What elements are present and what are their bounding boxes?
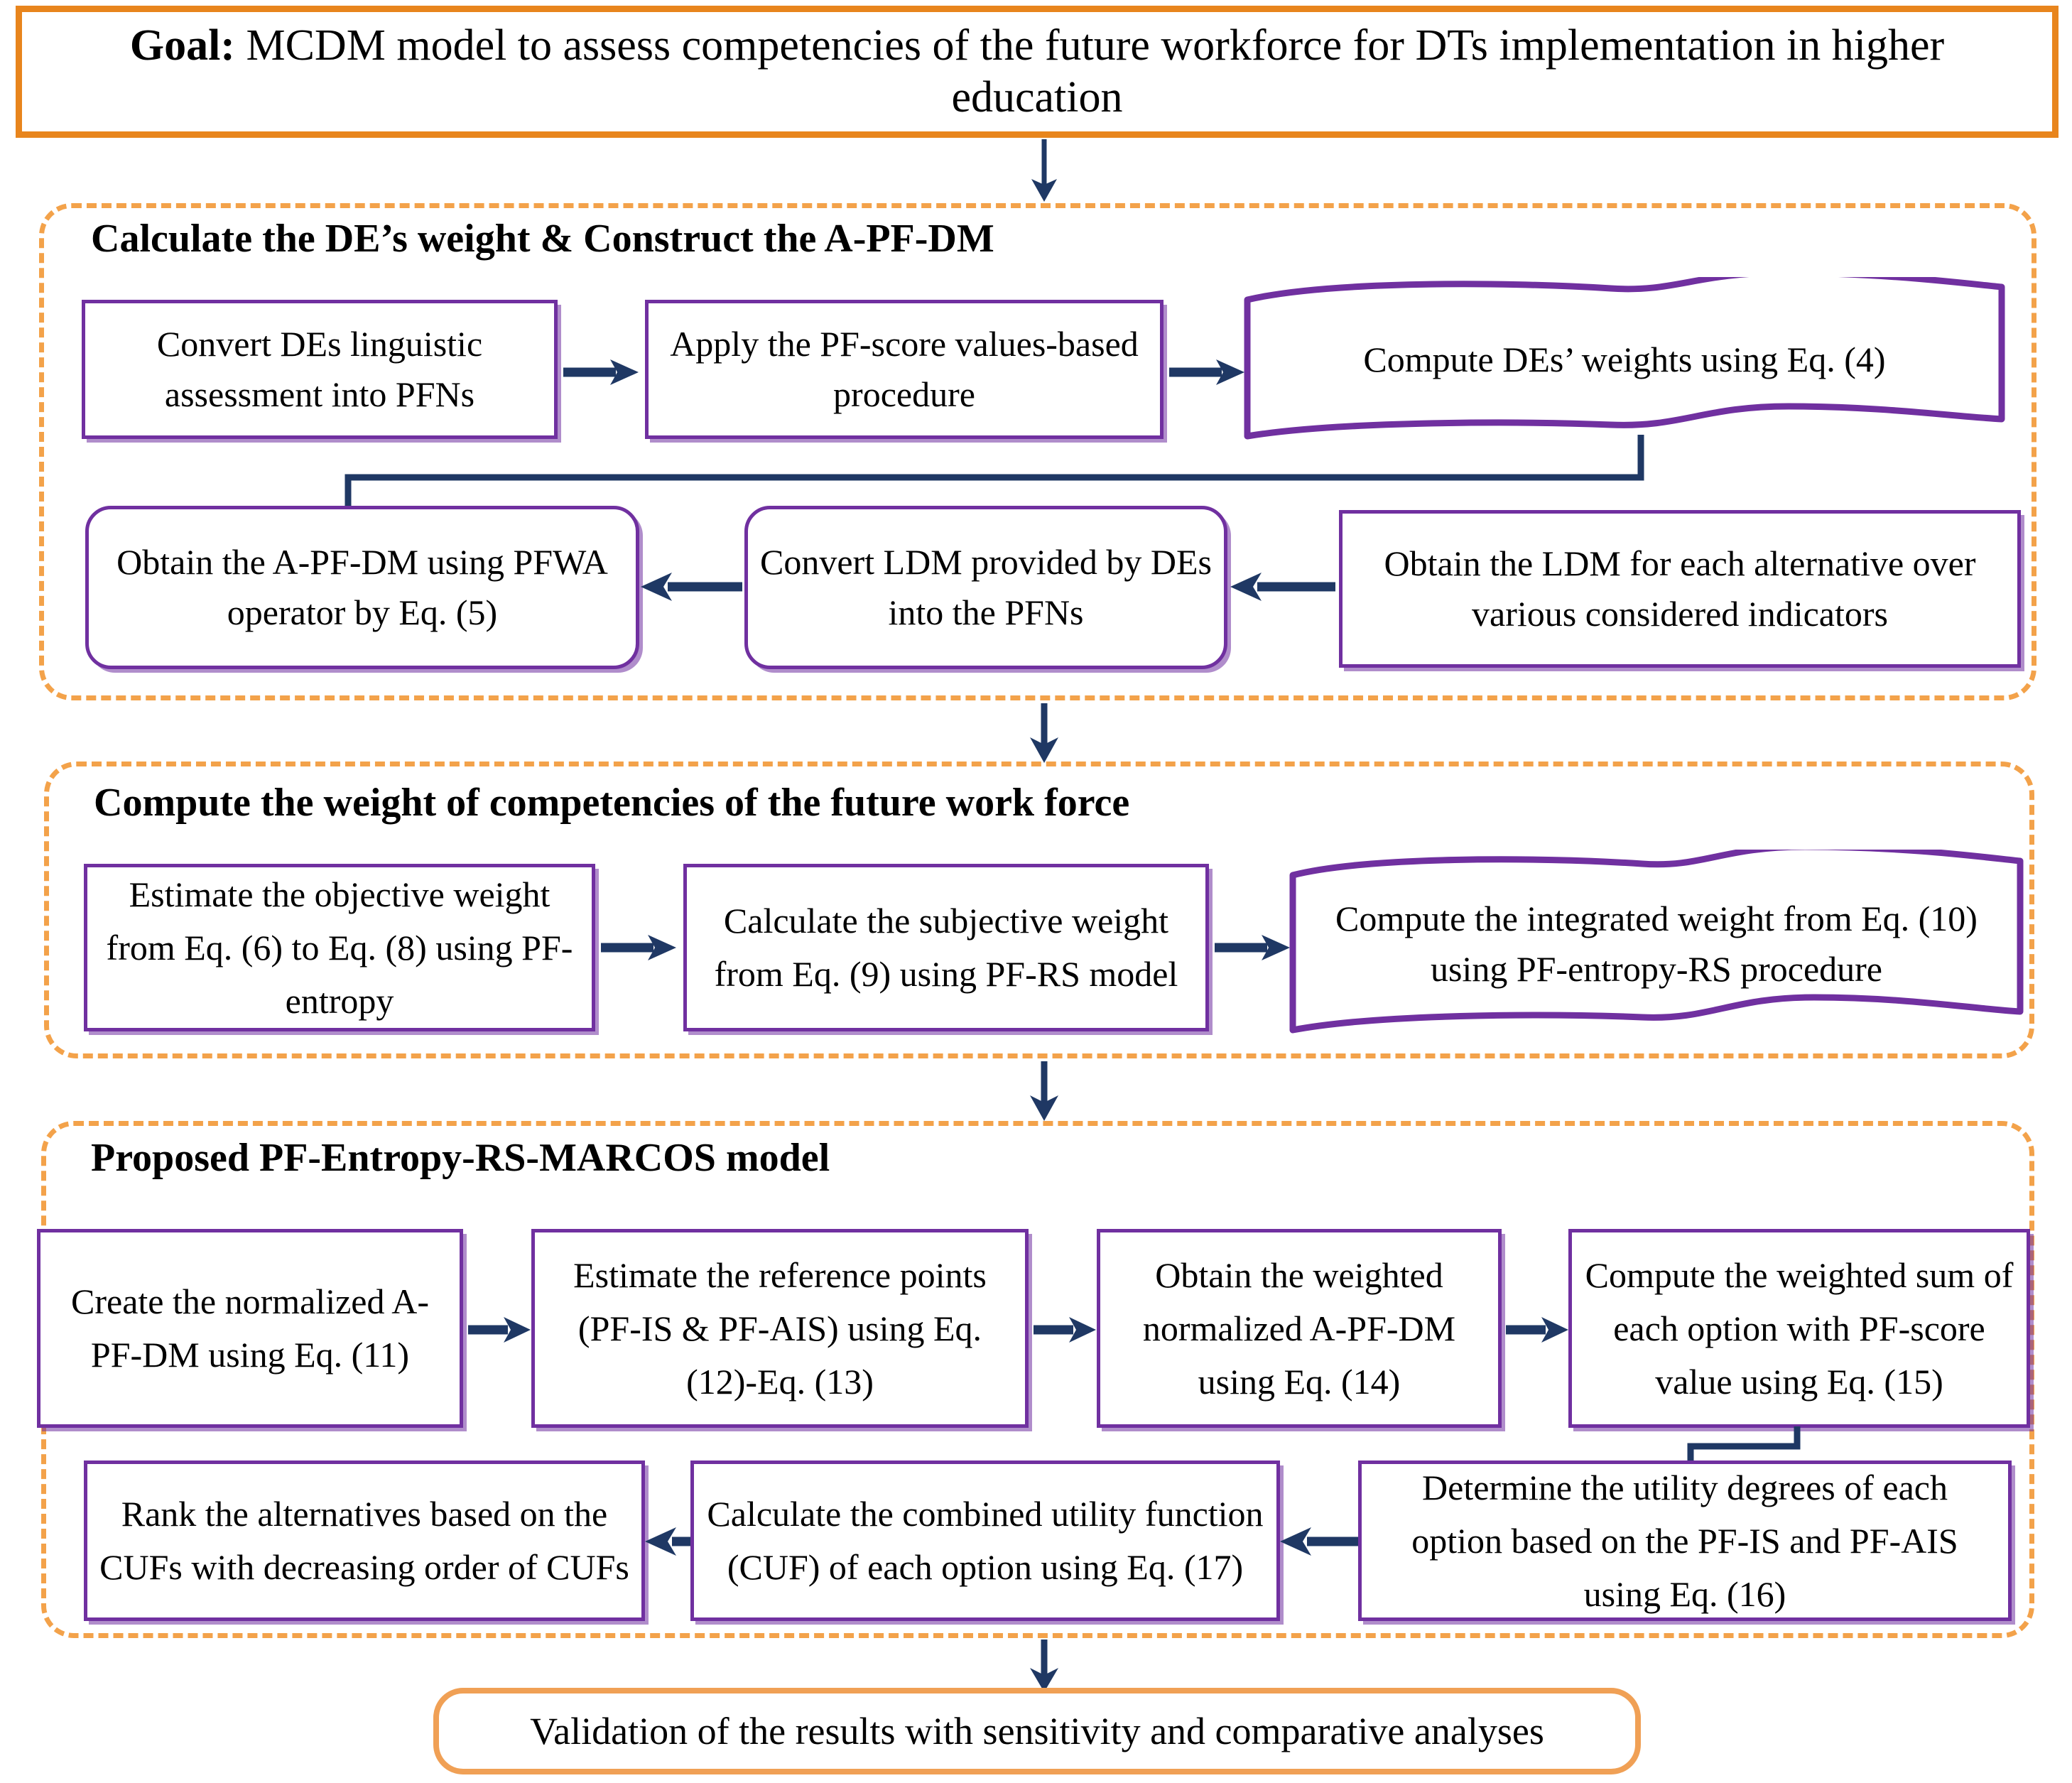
arrow-norm-to-ref bbox=[468, 1311, 532, 1348]
box-rank-alternatives: Rank the alternatives based on the CUFs … bbox=[84, 1460, 645, 1621]
arrow-ref-to-weightednorm bbox=[1034, 1311, 1097, 1348]
document-shape-icon bbox=[1244, 277, 2005, 440]
box-apply-pf-score-text: Apply the PF-score values-based procedur… bbox=[670, 324, 1139, 414]
arrow-ldm-to-convertldm bbox=[1229, 568, 1335, 605]
box-obtain-ldm: Obtain the LDM for each alternative over… bbox=[1339, 510, 2021, 668]
goal-box: Goal: MCDM model to assess competencies … bbox=[16, 6, 2059, 138]
box-obtain-ldm-text: Obtain the LDM for each alternative over… bbox=[1384, 543, 1976, 634]
arrow-subjective-to-integrated bbox=[1215, 929, 1293, 966]
box-convert-ldm-text: Convert LDM provided by DEs into the PFN… bbox=[759, 542, 1213, 632]
arrow-s1-to-s2 bbox=[1023, 703, 1065, 764]
box-subjective-weight: Calculate the subjective weight from Eq.… bbox=[683, 864, 1209, 1031]
arrow-weightednorm-to-sum bbox=[1506, 1311, 1570, 1348]
box-utility-degrees-text: Determine the utility degrees of each op… bbox=[1411, 1467, 1958, 1614]
section-1-title: Calculate the DE’s weight & Construct th… bbox=[91, 217, 994, 261]
arrow-convertldm-to-apfdm bbox=[639, 568, 742, 605]
arrow-convert-to-apply bbox=[563, 354, 641, 391]
document-shape-icon bbox=[1289, 850, 2024, 1034]
box-rank-alternatives-text: Rank the alternatives based on the CUFs … bbox=[99, 1494, 629, 1587]
section-3-title: Proposed PF-Entropy-RS-MARCOS model bbox=[91, 1136, 830, 1180]
arrow-s3-to-validation bbox=[1023, 1640, 1065, 1693]
section-2-wrapper bbox=[44, 762, 2034, 1058]
box-normalized-apfdm-text: Create the normalized A-PF-DM using Eq. … bbox=[71, 1281, 429, 1375]
goal-text: Goal: MCDM model to assess competencies … bbox=[43, 20, 2031, 124]
validation-text: Validation of the results with sensitivi… bbox=[530, 1710, 1544, 1752]
box-weighted-sum-text: Compute the weighted sum of each option … bbox=[1585, 1254, 2014, 1402]
box-convert-des-text: Convert DEs linguistic assessment into P… bbox=[156, 324, 483, 414]
arrow-apply-to-compute bbox=[1169, 354, 1247, 391]
box-convert-des: Convert DEs linguistic assessment into P… bbox=[82, 300, 558, 439]
box-integrated-weight-text: Compute the integrated weight from Eq. (… bbox=[1335, 899, 1978, 989]
box-combined-utility-text: Calculate the combined utility function … bbox=[707, 1494, 1264, 1587]
box-compute-de-weights-text: Compute DEs’ weights using Eq. (4) bbox=[1363, 339, 1886, 379]
box-objective-weight-text: Estimate the objective weight from Eq. (… bbox=[106, 874, 573, 1021]
box-weighted-normalized: Obtain the weighted normalized A-PF-DM u… bbox=[1097, 1229, 1502, 1428]
box-apply-pf-score: Apply the PF-score values-based procedur… bbox=[645, 300, 1164, 439]
box-weighted-sum: Compute the weighted sum of each option … bbox=[1568, 1229, 2030, 1428]
validation-box: Validation of the results with sensitivi… bbox=[433, 1688, 1641, 1774]
arrow-goal-to-s1 bbox=[1023, 139, 1065, 203]
section-1-wrapper bbox=[39, 203, 2036, 700]
section-2-title: Compute the weight of competencies of th… bbox=[94, 781, 1130, 825]
box-compute-de-weights: Compute DEs’ weights using Eq. (4) bbox=[1242, 277, 2007, 442]
box-obtain-apfdm-text: Obtain the A-PF-DM using PFWA operator b… bbox=[116, 542, 608, 632]
arrow-s2-to-s3 bbox=[1023, 1061, 1065, 1122]
goal-label: Goal: bbox=[129, 21, 246, 70]
box-weighted-normalized-text: Obtain the weighted normalized A-PF-DM u… bbox=[1142, 1254, 1456, 1402]
box-reference-points-text: Estimate the reference points (PF-IS & P… bbox=[573, 1254, 987, 1402]
box-reference-points: Estimate the reference points (PF-IS & P… bbox=[531, 1229, 1029, 1428]
box-normalized-apfdm: Create the normalized A-PF-DM using Eq. … bbox=[37, 1229, 463, 1428]
arrow-utility-to-cuf bbox=[1279, 1523, 1361, 1560]
box-combined-utility: Calculate the combined utility function … bbox=[690, 1460, 1280, 1621]
goal-body: MCDM model to assess competencies of the… bbox=[246, 21, 1945, 121]
box-utility-degrees: Determine the utility degrees of each op… bbox=[1358, 1460, 2012, 1621]
arrow-objective-to-subjective bbox=[601, 929, 679, 966]
box-convert-ldm: Convert LDM provided by DEs into the PFN… bbox=[744, 506, 1227, 669]
box-subjective-weight-text: Calculate the subjective weight from Eq.… bbox=[714, 901, 1178, 994]
box-integrated-weight: Compute the integrated weight from Eq. (… bbox=[1287, 850, 2026, 1039]
box-obtain-apfdm: Obtain the A-PF-DM using PFWA operator b… bbox=[85, 506, 639, 669]
box-objective-weight: Estimate the objective weight from Eq. (… bbox=[84, 864, 595, 1031]
